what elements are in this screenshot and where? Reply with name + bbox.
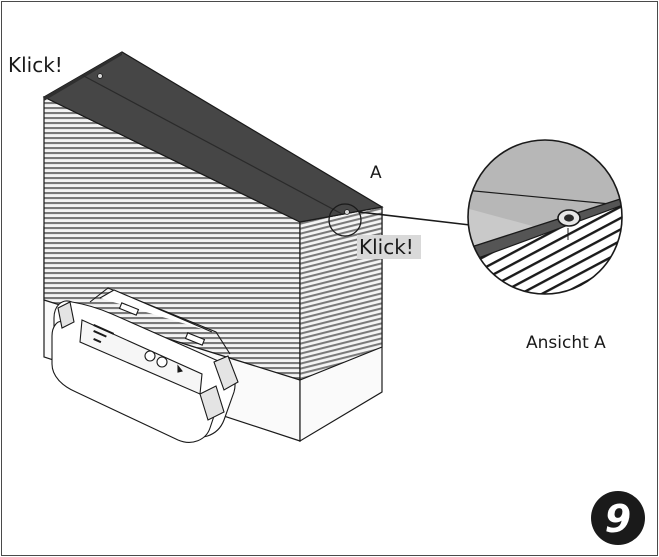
housing-lid (42, 51, 384, 223)
klick-label-bg (357, 235, 421, 259)
step-badge: 9 (591, 491, 645, 545)
zoom-view-a (467, 139, 623, 295)
klick-label-top: Klick! (8, 53, 63, 77)
klick-label-side: Klick! (359, 235, 414, 259)
step-number: 9 (605, 497, 631, 541)
housing-front (43, 96, 301, 442)
lid-latch-top (97, 73, 103, 79)
callout-leader (358, 211, 471, 226)
lid-latch-side (344, 209, 350, 215)
view-marker-label: A (370, 163, 382, 183)
callout-circle (328, 203, 362, 237)
connector-assembly (51, 287, 239, 443)
view-caption: Ansicht A (526, 333, 606, 353)
